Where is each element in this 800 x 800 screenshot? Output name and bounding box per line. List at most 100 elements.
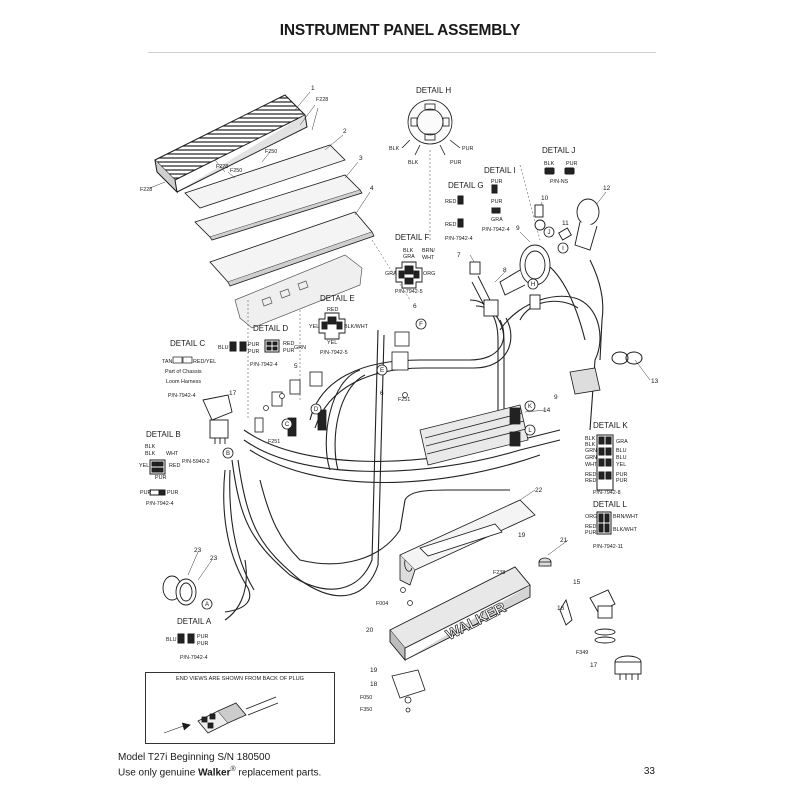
end-view-illustration	[163, 696, 279, 734]
detail-l-wire-1: ORG	[585, 514, 597, 520]
detail-b-wire-3: WHT	[166, 451, 179, 457]
callout-14: 14	[543, 407, 551, 414]
detail-j-wire-2: PUR	[566, 161, 577, 167]
detail-d-wire-6: GRN	[294, 345, 306, 351]
detail-c-wire-1: TAN	[162, 359, 172, 365]
detail-d-labels: DETAIL D BLU PUR PUR RED PUR GRN P/N-794…	[218, 324, 306, 368]
detail-d-wire-1: BLU	[218, 345, 229, 351]
detail-k-wire-4: GRN	[585, 448, 597, 454]
callout-17a: 17	[229, 390, 237, 397]
callout-13: 13	[651, 378, 659, 385]
callout-4: 4	[370, 185, 374, 192]
callout-5: 5	[294, 363, 298, 370]
detail-l-wire-4: PUR	[585, 530, 596, 536]
detail-f-labels: DETAIL F BLK GRA BRN/ WHT GRA ORG P/N-79…	[385, 233, 435, 295]
detail-h-title: DETAIL H	[416, 86, 451, 95]
fastener-f050: F050	[360, 695, 372, 701]
footer-model: Model T27i Beginning S/N 180500	[118, 752, 271, 763]
detail-i-title: DETAIL I	[484, 166, 516, 175]
detail-b-wire-7: PUR	[140, 490, 151, 496]
detail-a-wire-3: PUR	[197, 641, 208, 647]
title-rule	[148, 52, 656, 53]
footer-brand: Walker	[198, 767, 231, 779]
detail-f-title: DETAIL F	[395, 233, 429, 242]
detail-f-wire-1: BLK	[403, 248, 414, 254]
callout-21: 21	[560, 537, 568, 544]
detail-c-pn: P/N-7942-4	[168, 393, 196, 399]
fastener-f250-a: F250	[265, 149, 277, 155]
gauge-part	[499, 204, 551, 310]
wire-loom-part	[419, 404, 529, 466]
detail-j-wire-1: BLK	[544, 161, 555, 167]
detail-k-wire-8: WHT	[585, 462, 598, 468]
detail-d-wire-4: RED	[283, 341, 294, 347]
detail-d-connector	[229, 339, 280, 353]
lower-panel-part	[209, 211, 375, 287]
detail-h-wire-2: BLK	[408, 160, 419, 166]
detail-a-title: DETAIL A	[177, 617, 212, 626]
detail-f-wire-4: WHT	[422, 255, 435, 261]
detail-j-labels: DETAIL J BLK PUR P/N-NS	[542, 146, 577, 185]
fastener-f349: F349	[576, 650, 588, 656]
detail-b-connector	[149, 459, 166, 496]
pto-switch-group	[559, 589, 642, 680]
detail-b-labels: DETAIL B BLK BLK WHT YEL RED PUR P/N-594…	[139, 430, 210, 507]
top-cover-part	[154, 94, 308, 194]
detail-b-wire-2: BLK	[145, 451, 156, 457]
console-bracket	[234, 254, 363, 329]
key-switch-part	[558, 198, 600, 251]
detail-l-labels: DETAIL L ORG BRN/WHT RED PUR BLK/WHT P/N…	[585, 500, 639, 550]
callout-7: 7	[457, 252, 461, 259]
detail-j-title: DETAIL J	[542, 146, 575, 155]
detail-k-wire-7: BLU	[616, 455, 627, 461]
detail-i-labels: DETAIL I PUR PUR GRA P/N-7942-4	[482, 166, 516, 233]
detail-c-note-2: Loom Harness	[166, 379, 201, 385]
detail-d-title: DETAIL D	[253, 324, 288, 333]
callout-22: 22	[535, 487, 543, 494]
detail-h-wire-4: PUR	[462, 146, 473, 152]
detail-e-title: DETAIL E	[320, 294, 355, 303]
fastener-f228-c: F228	[140, 187, 152, 193]
detail-k-wire-5: BLU	[616, 448, 627, 454]
detail-g-title: DETAIL G	[448, 181, 484, 190]
detail-d-wire-3: PUR	[248, 349, 259, 355]
detail-f-pn: P/N-7942-5	[395, 289, 423, 295]
end-view-inset: END VIEWS ARE SHOWN FROM BACK OF PLUG	[145, 672, 335, 744]
footer-registered-mark: ®	[230, 766, 236, 773]
callout-16: 16	[557, 605, 565, 612]
detail-i-wire-2: PUR	[491, 199, 502, 205]
circle-letter-h: H	[531, 282, 535, 288]
detail-g-pn: P/N-7942-4	[445, 236, 473, 242]
detail-j-connector	[544, 167, 575, 175]
detail-l-pn: P/N-7942-11	[593, 544, 623, 550]
detail-k-wire-1: BLK	[585, 436, 596, 442]
fastener-f251-a: F251	[268, 439, 280, 445]
detail-h-connector	[401, 99, 461, 156]
callout-1: 1	[311, 85, 315, 92]
callout-23b: 23	[210, 555, 218, 562]
circle-letter-markers	[201, 226, 569, 610]
cap-21-part	[538, 557, 552, 567]
detail-i-wire-1: PUR	[491, 179, 502, 185]
detail-e-wire-2: YEL	[309, 324, 319, 330]
detail-d-wire-2: PUR	[248, 342, 259, 348]
detail-d-pn: P/N-7942-4	[250, 362, 278, 368]
detail-k-wire-6: GRN	[585, 455, 597, 461]
ignition-switch-part	[202, 394, 233, 444]
callout-20: 20	[366, 627, 374, 634]
footer-notice: Use only genuine Walker® replacement par…	[118, 766, 321, 778]
detail-i-plugs	[491, 184, 501, 214]
detail-f-wire-6: ORG	[423, 271, 435, 277]
plate-19-part	[419, 523, 503, 557]
detail-e-wire-3: BLK/WHT	[344, 324, 369, 330]
callout-8: 8	[503, 267, 507, 274]
detail-g-wire-1: RED	[445, 199, 456, 205]
detail-c-labels: DETAIL C TAN RED/YEL Part of Chassis Loo…	[162, 339, 216, 399]
detail-a-wire-1: BLU	[166, 637, 177, 643]
panel-plate-part	[194, 174, 363, 241]
detail-a-labels: DETAIL A BLU PUR PUR P/N-7942-4	[166, 617, 212, 661]
circle-letter-b: B	[226, 451, 230, 457]
circle-letter-e: E	[380, 368, 384, 374]
bezel-23-part	[162, 575, 197, 606]
